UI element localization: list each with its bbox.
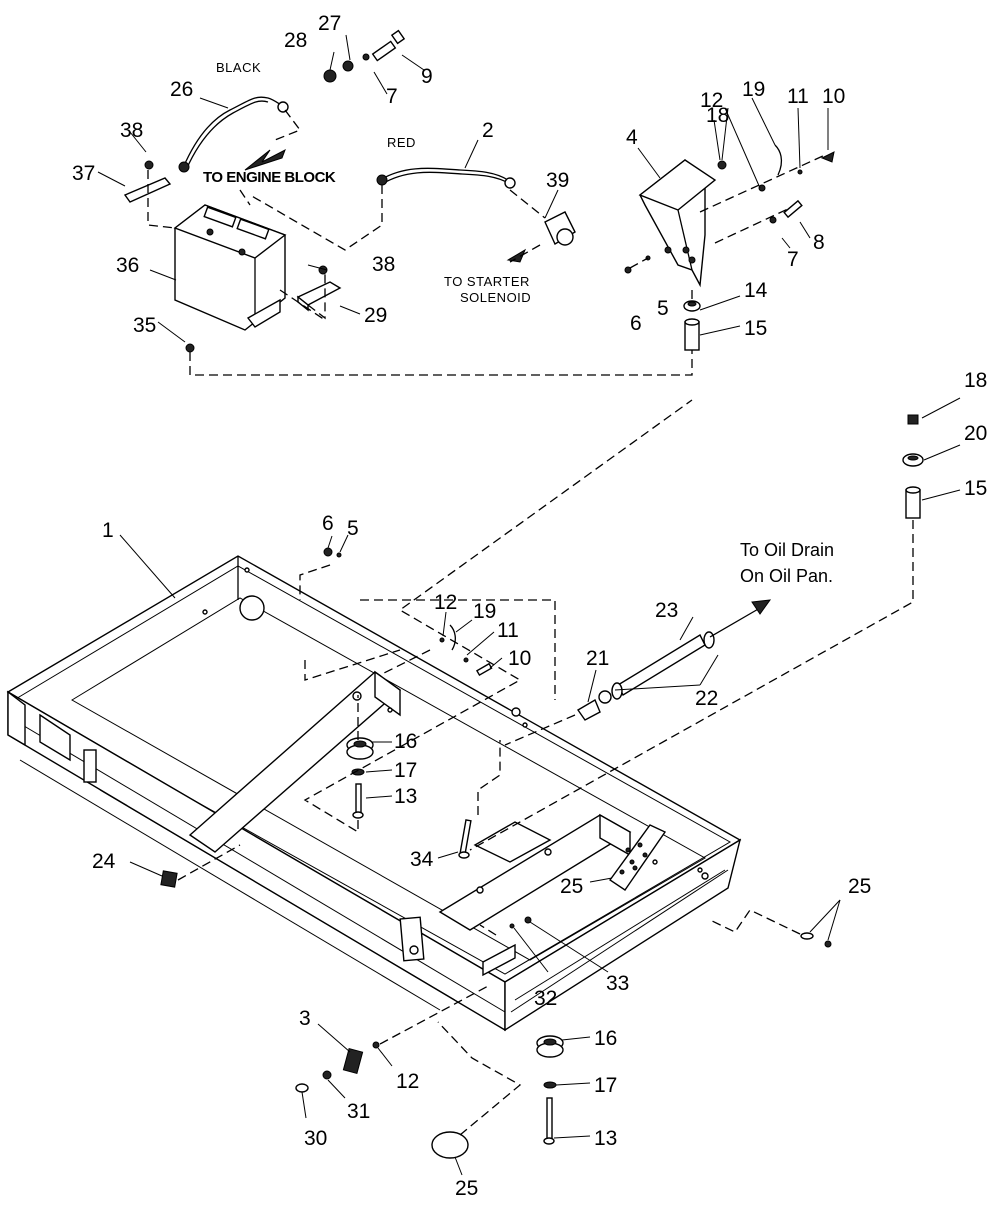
callout-28: 28 — [284, 29, 307, 52]
callout-23: 23 — [655, 599, 678, 622]
callout-13a: 13 — [394, 785, 417, 808]
callout-19b: 19 — [473, 600, 496, 623]
battery-assembly — [123, 29, 576, 353]
callout-14: 14 — [744, 279, 768, 302]
callout-29: 29 — [364, 304, 387, 327]
callout-10b: 10 — [508, 647, 531, 670]
callout-16b: 16 — [594, 1027, 617, 1050]
callout-5a: 5 — [657, 297, 669, 320]
engine-block-label: TO ENGINE BLOCK — [203, 169, 336, 186]
callout-26: 26 — [170, 78, 193, 101]
callout-22: 22 — [695, 687, 718, 710]
callout-19a: 19 — [742, 78, 765, 101]
callout-17a: 17 — [394, 759, 417, 782]
callout-31: 31 — [347, 1100, 370, 1123]
callout-10a: 10 — [822, 85, 845, 108]
red-cable-label: RED — [387, 135, 416, 150]
callout-1: 1 — [102, 519, 114, 542]
base-frame — [6, 555, 742, 1032]
callout-25c: 25 — [455, 1177, 478, 1200]
callout-15a: 15 — [744, 317, 767, 340]
callout-18b: 18 — [964, 369, 987, 392]
callout-7a: 7 — [386, 85, 398, 108]
starter-label-line2: SOLENOID — [460, 290, 531, 305]
callout-25b: 25 — [848, 875, 871, 898]
bottom-hardware — [129, 844, 591, 1176]
center-mount-assembly — [299, 399, 693, 834]
bolt-34 — [437, 740, 501, 859]
callout-36: 36 — [116, 254, 139, 277]
battery-leaders — [97, 34, 693, 376]
text-labels: BLACK RED TO ENGINE BLOCK TO STARTER SOL… — [203, 60, 834, 586]
callout-12b: 12 — [434, 591, 457, 614]
callout-2: 2 — [482, 119, 494, 142]
callout-4: 4 — [626, 126, 638, 149]
callout-25a: 25 — [560, 875, 583, 898]
callout-11a: 11 — [787, 85, 809, 108]
callout-3: 3 — [299, 1007, 311, 1030]
callout-9: 9 — [421, 65, 433, 88]
callout-6b: 6 — [322, 512, 334, 535]
callout-15b: 15 — [964, 477, 987, 500]
callout-38b: 38 — [372, 253, 395, 276]
frame-top-hardware — [323, 534, 503, 677]
callout-5b: 5 — [347, 517, 359, 540]
callout-34: 34 — [410, 848, 434, 871]
right-end-hardware — [479, 824, 841, 973]
callout-20: 20 — [964, 422, 987, 445]
callout-21: 21 — [586, 647, 609, 670]
callout-18a: 18 — [706, 104, 729, 127]
callout-38a: 38 — [120, 119, 143, 142]
callout-24: 24 — [92, 850, 116, 873]
callout-17b: 17 — [594, 1074, 617, 1097]
oil-drain-label-line2: On Oil Pan. — [740, 566, 833, 586]
callout-16a: 16 — [394, 730, 417, 753]
callout-8: 8 — [813, 231, 825, 254]
oil-drain-assembly — [504, 599, 772, 746]
callout-39: 39 — [546, 169, 569, 192]
oil-drain-label-line1: To Oil Drain — [740, 540, 834, 560]
callout-33: 33 — [606, 972, 629, 995]
black-cable-label: BLACK — [216, 60, 261, 75]
callout-27: 27 — [318, 12, 341, 35]
callout-30: 30 — [304, 1127, 327, 1150]
callout-12c: 12 — [396, 1070, 419, 1093]
callout-13b: 13 — [594, 1127, 617, 1150]
callout-12a: 12 — [700, 89, 723, 112]
callout-32: 32 — [534, 987, 557, 1010]
callout-numbers: 1 2 3 4 5 5 6 6 7 7 8 9 10 10 11 11 12 1… — [72, 12, 987, 1200]
callout-11b: 11 — [497, 619, 519, 642]
right-spacer-stack — [469, 397, 961, 851]
callout-7b: 7 — [787, 248, 799, 271]
callout-37: 37 — [72, 162, 95, 185]
starter-label-line1: TO STARTER — [444, 274, 530, 289]
callout-6a: 6 — [630, 312, 642, 335]
callout-35: 35 — [133, 314, 156, 337]
tray-bracket-assembly — [624, 97, 835, 351]
